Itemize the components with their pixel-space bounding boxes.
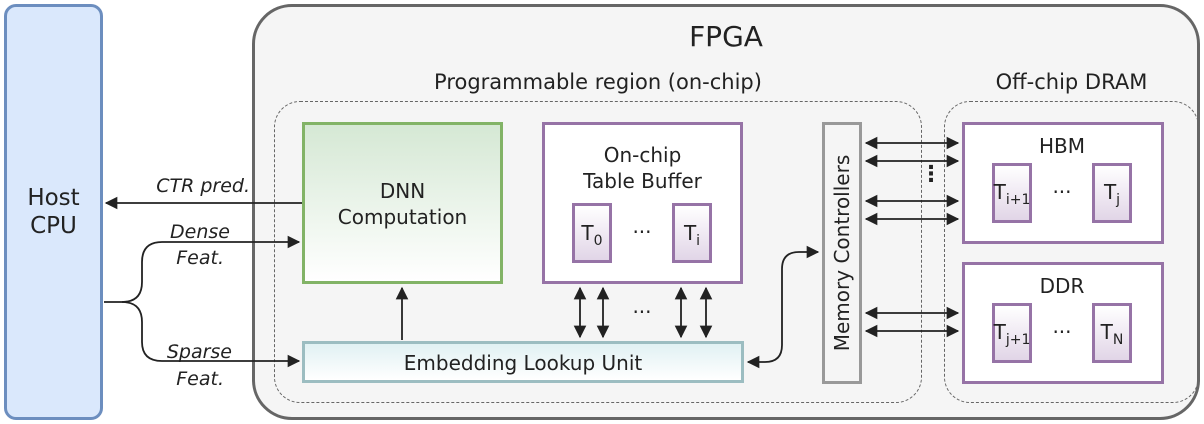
embedding-label: Embedding Lookup Unit <box>403 351 643 375</box>
table-ti <box>672 203 712 263</box>
table-t0-label: T0 <box>572 221 612 249</box>
ddr-first-letter: T <box>993 320 1006 344</box>
programmable-region-title: Programmable region (on-chip) <box>434 70 762 94</box>
ddr-table-first-label: Tj+1 <box>987 320 1037 348</box>
offchip-dram-title: Off-chip DRAM <box>995 70 1148 94</box>
sparse-label-line2: Feat. <box>176 368 224 390</box>
table-ti-sub: i <box>696 233 701 249</box>
dnn-computation-block <box>302 122 503 284</box>
table-buffer-dots: ... <box>632 214 652 238</box>
hbm-table-last <box>1092 163 1132 223</box>
table-buffer-line1: On-chip <box>603 143 682 167</box>
sparse-label-line1: Sparse <box>166 341 232 363</box>
table-t0 <box>572 203 612 263</box>
host-label-line1: Host <box>27 185 80 211</box>
ddr-first-sub: j+1 <box>1005 332 1031 348</box>
dense-label-line1: Dense <box>170 221 230 243</box>
dense-label-line2: Feat. <box>176 247 224 269</box>
hbm-first-sub: i+1 <box>1005 192 1031 208</box>
embedding-lookup-unit-block <box>302 341 744 383</box>
table-ti-label: Ti <box>672 221 712 249</box>
dnn-label-line2: Computation <box>337 205 468 229</box>
offchip-dram-region <box>944 101 1199 403</box>
table-t0-letter: T <box>581 221 594 245</box>
hbm-last-letter: T <box>1103 180 1117 204</box>
hbm-first-letter: T <box>993 180 1006 204</box>
programmable-region <box>274 101 922 403</box>
hbm-title: HBM <box>1038 134 1085 158</box>
host-cpu-block <box>4 4 103 420</box>
hbm-link-vdots: ⋮ <box>920 162 942 187</box>
sparse-feat-arrow <box>121 301 301 368</box>
table-buffer-line2: Table Buffer <box>583 169 702 193</box>
host-cpu-label: Host CPU <box>4 184 103 240</box>
table-ti-letter: T <box>683 221 697 245</box>
hbm-last-sub: j <box>1116 192 1121 208</box>
hbm-table-last-label: Tj <box>1092 180 1132 208</box>
fpga-title: FPGA <box>689 20 763 53</box>
ddr-table-last <box>1092 303 1132 363</box>
ddr-table-first <box>992 303 1032 363</box>
dnn-label: DNN Computation <box>302 178 503 230</box>
hbm-table-first-label: Ti+1 <box>987 180 1037 208</box>
ddr-last-letter: T <box>1100 320 1113 344</box>
memory-controllers-block <box>822 122 862 384</box>
ddr-last-sub: N <box>1112 332 1124 348</box>
ddr-title: DDR <box>1039 274 1085 298</box>
table-buffer-label: On-chip Table Buffer <box>542 142 743 194</box>
buffer-bus-dots: ... <box>632 294 652 318</box>
embedding-to-mc-link <box>746 245 820 369</box>
ddr-table-last-label: TN <box>1092 320 1132 348</box>
hbm-dots: ... <box>1052 174 1072 198</box>
dense-feat-arrow <box>104 235 301 303</box>
ddr-dots: ... <box>1052 314 1072 338</box>
table-t0-sub: 0 <box>593 233 603 249</box>
host-label-line2: CPU <box>30 213 77 239</box>
hbm-table-first <box>992 163 1032 223</box>
dnn-label-line1: DNN <box>379 179 426 203</box>
ctr-pred-label: CTR pred. <box>156 175 250 197</box>
